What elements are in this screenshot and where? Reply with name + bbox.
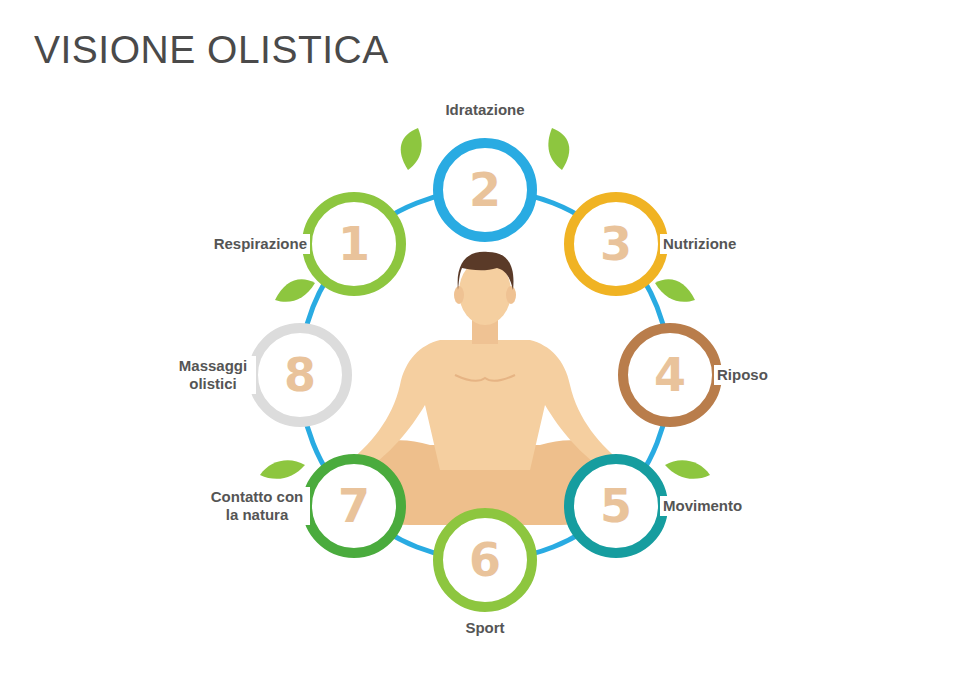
step-number: 1 — [302, 192, 406, 296]
step-label: Massaggi olistici — [170, 356, 256, 394]
step-circle: 3Nutrizione — [564, 192, 668, 296]
leaves — [260, 128, 710, 479]
title: VISIONE OLISTICA — [34, 28, 389, 72]
step-number: 2 — [433, 138, 537, 242]
step-number: 8 — [248, 323, 352, 427]
step-label: Nutrizione — [660, 234, 739, 254]
step-label: Idratazione — [442, 100, 527, 120]
step-number: 4 — [618, 323, 722, 427]
step-circle: 7Contatto con la natura — [302, 454, 406, 558]
step-label: Respirazione — [211, 234, 310, 254]
step-circle: 1Respirazione — [302, 192, 406, 296]
step-circle: 6Sport — [433, 508, 537, 612]
step-circle: 5Movimento — [564, 454, 668, 558]
step-label: Sport — [462, 618, 507, 638]
step-label: Contatto con la natura — [204, 487, 310, 525]
step-circle: 4Riposo — [618, 323, 722, 427]
step-label: Riposo — [714, 365, 771, 385]
step-number: 3 — [564, 192, 668, 296]
step-number: 5 — [564, 454, 668, 558]
step-number: 7 — [302, 454, 406, 558]
step-circle: 8Massaggi olistici — [248, 323, 352, 427]
step-number: 6 — [433, 508, 537, 612]
step-circle: 2Idratazione — [433, 138, 537, 242]
step-label: Movimento — [660, 496, 745, 516]
ring — [300, 190, 670, 560]
